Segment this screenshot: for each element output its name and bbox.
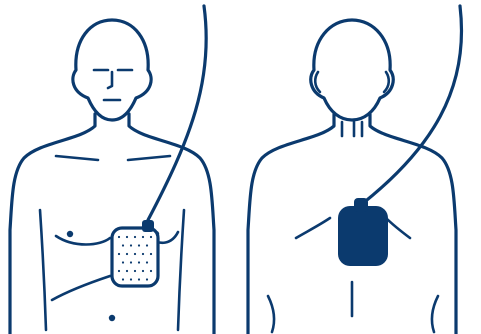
pad-dot: [118, 253, 120, 255]
back-pad-connector: [354, 198, 368, 212]
front-left-clavicle: [56, 156, 98, 160]
pad-dot: [130, 278, 132, 280]
front-abdomen-line: [52, 276, 110, 300]
pad-dot: [138, 278, 140, 280]
back-head-outline: [311, 20, 393, 120]
front-electrode-pad: [112, 220, 158, 286]
pad-dot: [122, 244, 124, 246]
front-pad-cable: [148, 6, 206, 220]
pad-dot: [134, 236, 136, 238]
front-right-clavicle: [128, 156, 170, 160]
pad-dot: [134, 253, 136, 255]
pad-dot: [118, 236, 120, 238]
pad-dot: [146, 261, 148, 263]
back-left-scapula: [296, 218, 330, 238]
pad-dot: [142, 253, 144, 255]
pad-dot: [142, 270, 144, 272]
front-head-outline: [73, 20, 151, 120]
back-view: [248, 6, 462, 334]
pad-dot: [122, 278, 124, 280]
pad-dot: [150, 253, 152, 255]
pad-dot: [126, 270, 128, 272]
pad-dot: [134, 270, 136, 272]
back-right-scapula: [386, 218, 410, 238]
back-right-lower-curve: [432, 296, 438, 332]
pad-dot: [126, 236, 128, 238]
pad-dot: [122, 261, 124, 263]
pad-dot: [138, 244, 140, 246]
back-left-lower-curve: [268, 296, 274, 332]
front-left-nipple: [67, 231, 73, 237]
front-torso-outline-right: [129, 114, 214, 334]
back-left-ear: [315, 72, 320, 92]
pad-dot: [146, 244, 148, 246]
pad-dot: [138, 261, 140, 263]
back-electrode-pad: [338, 198, 388, 266]
pad-dot: [126, 253, 128, 255]
front-right-arm-crease: [178, 210, 184, 330]
pad-dot: [150, 236, 152, 238]
pad-dot: [130, 261, 132, 263]
front-navel: [109, 315, 115, 321]
front-left-arm-crease: [40, 210, 46, 330]
back-pad-body: [338, 206, 388, 266]
front-nose: [108, 72, 112, 88]
back-right-ear: [384, 72, 389, 92]
front-view: [10, 6, 214, 334]
front-left-pectoral: [56, 236, 110, 245]
pad-dot: [150, 270, 152, 272]
pad-dot: [142, 236, 144, 238]
front-pad-connector: [142, 220, 154, 232]
pad-dot: [118, 270, 120, 272]
pad-dot: [146, 278, 148, 280]
pad-dot: [130, 244, 132, 246]
